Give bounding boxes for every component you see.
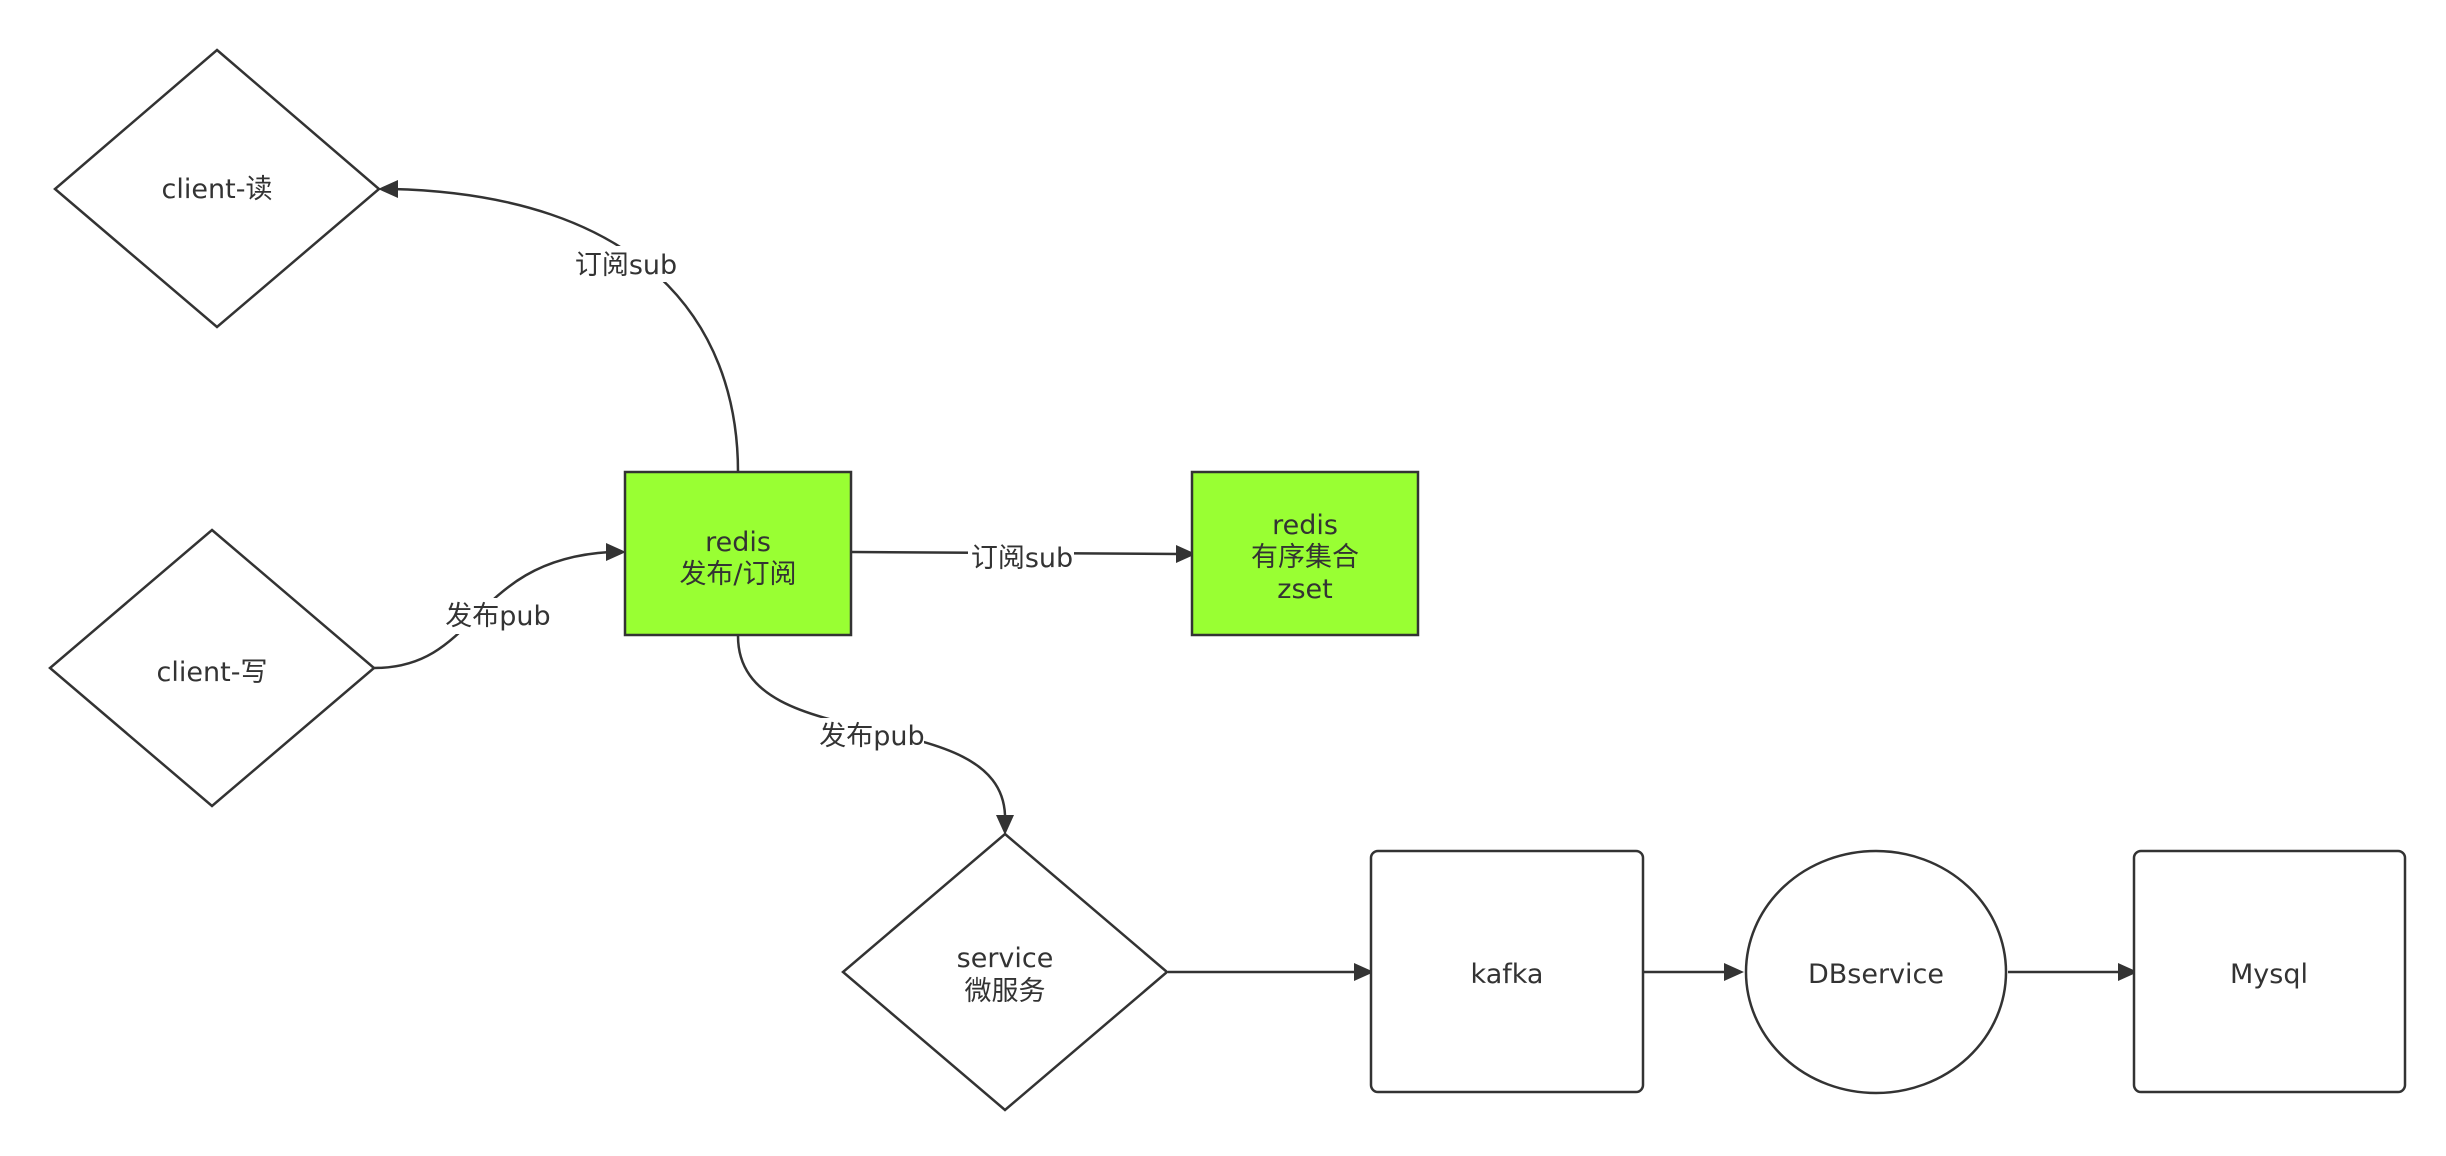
node-client-write[interactable]: client-写 (48, 528, 376, 808)
node-label: DBservice (1808, 959, 1944, 990)
node-label: kafka (1471, 959, 1544, 990)
edge-label-text: 订阅sub (575, 250, 677, 281)
edge-label-publish-client-write: 发布pub (444, 598, 551, 634)
node-redis-pubsub[interactable]: redis 发布/订阅 (623, 470, 853, 637)
node-redis-zset[interactable]: redis 有序集合 zset (1190, 470, 1420, 637)
edge-kafka-to-dbservice[interactable] (1644, 963, 1744, 981)
node-label: Mysql (2230, 959, 2308, 990)
node-label-line1: service (957, 943, 1054, 974)
edge-redis-to-client-read[interactable] (378, 180, 740, 473)
edge-dbservice-to-mysql[interactable] (2008, 963, 2138, 981)
node-mysql[interactable]: Mysql (2132, 849, 2407, 1094)
edge-label-text: 订阅sub (971, 543, 1073, 574)
node-label-line2: 微服务 (965, 976, 1046, 1007)
edge-service-to-kafka[interactable] (1168, 963, 1374, 981)
node-kafka[interactable]: kafka (1369, 849, 1645, 1094)
node-label-line1: redis (705, 527, 771, 558)
edge-label-text: 发布pub (445, 601, 550, 632)
node-label-line1: redis (1272, 510, 1338, 541)
edge-label-text: 发布pub (819, 721, 924, 752)
node-dbservice[interactable]: DBservice (1744, 849, 2008, 1095)
node-label-line2: 有序集合 (1251, 542, 1359, 573)
node-client-read[interactable]: client-读 (53, 48, 381, 329)
edge-label-subscribe-zset: 订阅sub (968, 540, 1074, 576)
edge-label-subscribe-client-read: 订阅sub (572, 246, 678, 282)
node-label-line2: 发布/订阅 (679, 559, 796, 590)
node-label-line3: zset (1277, 574, 1332, 605)
edge-label-publish-service: 发布pub (818, 718, 925, 754)
node-label: client-写 (157, 657, 268, 688)
node-label: client-读 (162, 174, 273, 205)
node-service[interactable]: service 微服务 (841, 832, 1169, 1112)
